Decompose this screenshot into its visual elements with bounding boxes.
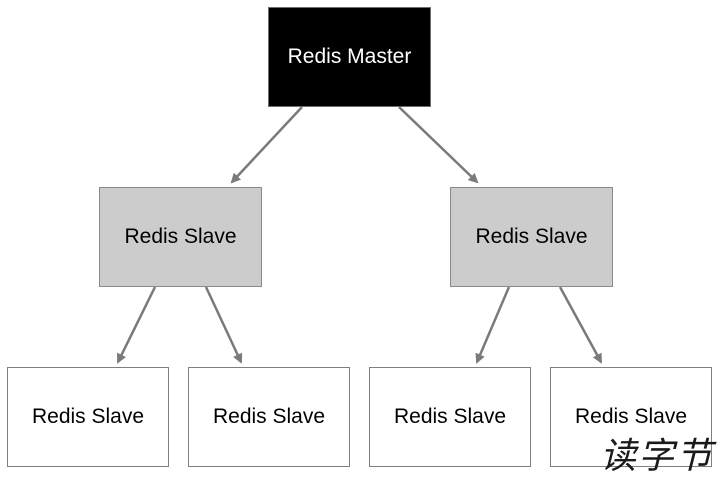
redis-slave-label: Redis Slave <box>393 405 507 428</box>
edge-master-to-right-slave <box>398 106 479 184</box>
redis-slave-leaf-4: Redis Slave <box>550 367 712 467</box>
edge-left-slave-to-leaf-1 <box>116 286 157 364</box>
redis-slave-leaf-2: Redis Slave <box>188 367 350 467</box>
edge-right-slave-to-leaf-3 <box>475 286 511 364</box>
redis-slave-leaf-3: Redis Slave <box>369 367 531 467</box>
edge-right-slave-to-leaf-4 <box>558 286 603 364</box>
redis-slave-label: Redis Slave <box>212 405 326 428</box>
edge-left-slave-to-leaf-2 <box>204 286 243 364</box>
redis-slave-node-right: Redis Slave <box>450 187 613 287</box>
redis-master-node: Redis Master <box>268 7 431 107</box>
redis-slave-label: Redis Slave <box>475 225 588 248</box>
redis-slave-node-left: Redis Slave <box>99 187 262 287</box>
edge-master-to-left-slave <box>230 106 303 184</box>
redis-master-label: Redis Master <box>287 45 412 68</box>
redis-slave-label: Redis Slave <box>31 405 145 428</box>
redis-slave-label: Redis Slave <box>124 225 237 248</box>
redis-slave-leaf-1: Redis Slave <box>7 367 169 467</box>
redis-slave-label: Redis Slave <box>574 405 688 428</box>
watermark-logo: 读字节 <box>599 436 714 477</box>
